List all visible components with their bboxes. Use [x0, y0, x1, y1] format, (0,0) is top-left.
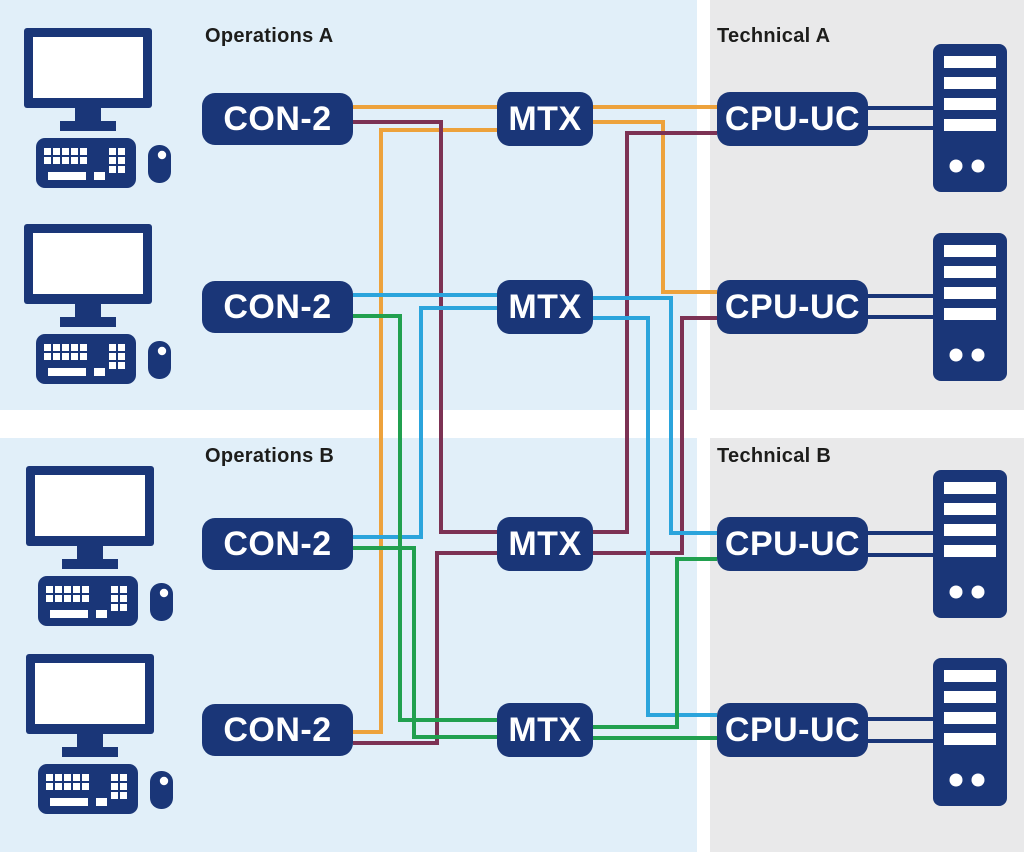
- node-con2-b2: CON-2: [202, 704, 353, 756]
- mouse-icon: [150, 583, 173, 621]
- wire-green-mtx-b2-cpu-uc-b1: [593, 557, 717, 729]
- workstation-icon: [26, 466, 173, 626]
- region-label-technical-b: Technical B: [717, 445, 832, 467]
- workstation-icon: [24, 28, 171, 188]
- node-label-mtx-b2: MTX: [508, 710, 582, 749]
- wire-maroon-con2-b2-mtx-b1: [353, 551, 497, 745]
- keyboard-icon: [38, 576, 138, 626]
- server-icon: [933, 44, 1007, 192]
- node-label-mtx-a2: MTX: [508, 287, 582, 326]
- node-mtx-b2: MTX: [497, 703, 593, 757]
- node-cpu-uc-b1: CPU-UC: [717, 517, 868, 571]
- node-label-con2-b1: CON-2: [223, 524, 332, 563]
- node-cpu-uc-a1: CPU-UC: [717, 92, 868, 146]
- monitor-icon: [26, 466, 154, 569]
- node-label-cpu-uc-a2: CPU-UC: [724, 287, 861, 326]
- wire-cyan-con2-b1-mtx-a2: [353, 306, 497, 539]
- node-label-cpu-uc-a1: CPU-UC: [724, 99, 861, 138]
- keyboard-icon: [36, 138, 136, 188]
- workstation-icon: [26, 654, 173, 814]
- workstation-4: [22, 652, 176, 816]
- wire-orange-mtx-a1-cpu-uc-a2: [593, 120, 717, 294]
- keyboard-icon: [36, 334, 136, 384]
- node-cpu-uc-b2: CPU-UC: [717, 703, 868, 757]
- wire-maroon-mtx-b1-cpu-uc-a2: [593, 316, 717, 555]
- node-label-cpu-uc-b2: CPU-UC: [724, 710, 861, 749]
- wire-orange-con2-b2-mtx-a1: [353, 128, 497, 734]
- monitor-icon: [26, 654, 154, 757]
- monitor-icon: [24, 28, 152, 131]
- region-label-technical-a: Technical A: [717, 25, 831, 47]
- node-label-con2-a1: CON-2: [223, 99, 332, 138]
- wire-green-con2-a2-mtx-b2: [353, 314, 497, 722]
- node-label-cpu-uc-b1: CPU-UC: [724, 524, 861, 563]
- wire-cyan-mtx-a2-cpu-uc-b1: [593, 296, 717, 535]
- workstation-2: [20, 222, 174, 386]
- workstation-icon: [24, 224, 171, 384]
- node-con2-a1: CON-2: [202, 93, 353, 145]
- server-icon: [933, 470, 1007, 618]
- monitor-icon: [24, 224, 152, 327]
- server-icon: [933, 658, 1007, 806]
- mouse-icon: [150, 771, 173, 809]
- node-label-con2-b2: CON-2: [223, 710, 332, 749]
- node-cpu-uc-a2: CPU-UC: [717, 280, 868, 334]
- wire-maroon-mtx-b1-cpu-uc-a1: [593, 131, 717, 534]
- node-label-mtx-a1: MTX: [508, 99, 582, 138]
- node-label-mtx-b1: MTX: [508, 524, 582, 563]
- wire-maroon-con2-a1-mtx-b1: [353, 120, 497, 534]
- workstation-3: [22, 464, 176, 628]
- keyboard-icon: [38, 764, 138, 814]
- node-con2-b1: CON-2: [202, 518, 353, 570]
- region-label-operations-a: Operations A: [205, 25, 334, 47]
- node-mtx-a2: MTX: [497, 280, 593, 334]
- server-2: [933, 233, 1007, 383]
- wire-green-con2-b1-mtx-b2: [353, 546, 497, 739]
- region-label-operations-b: Operations B: [205, 445, 335, 467]
- server-4: [933, 658, 1007, 808]
- mouse-icon: [148, 341, 171, 379]
- node-label-con2-a2: CON-2: [223, 287, 332, 326]
- workstation-1: [20, 26, 174, 190]
- server-3: [933, 470, 1007, 620]
- node-con2-a2: CON-2: [202, 281, 353, 333]
- mouse-icon: [148, 145, 171, 183]
- server-icon: [933, 233, 1007, 381]
- node-mtx-a1: MTX: [497, 92, 593, 146]
- node-mtx-b1: MTX: [497, 517, 593, 571]
- wire-cyan-mtx-a2-cpu-uc-b2: [593, 316, 717, 717]
- server-1: [933, 44, 1007, 194]
